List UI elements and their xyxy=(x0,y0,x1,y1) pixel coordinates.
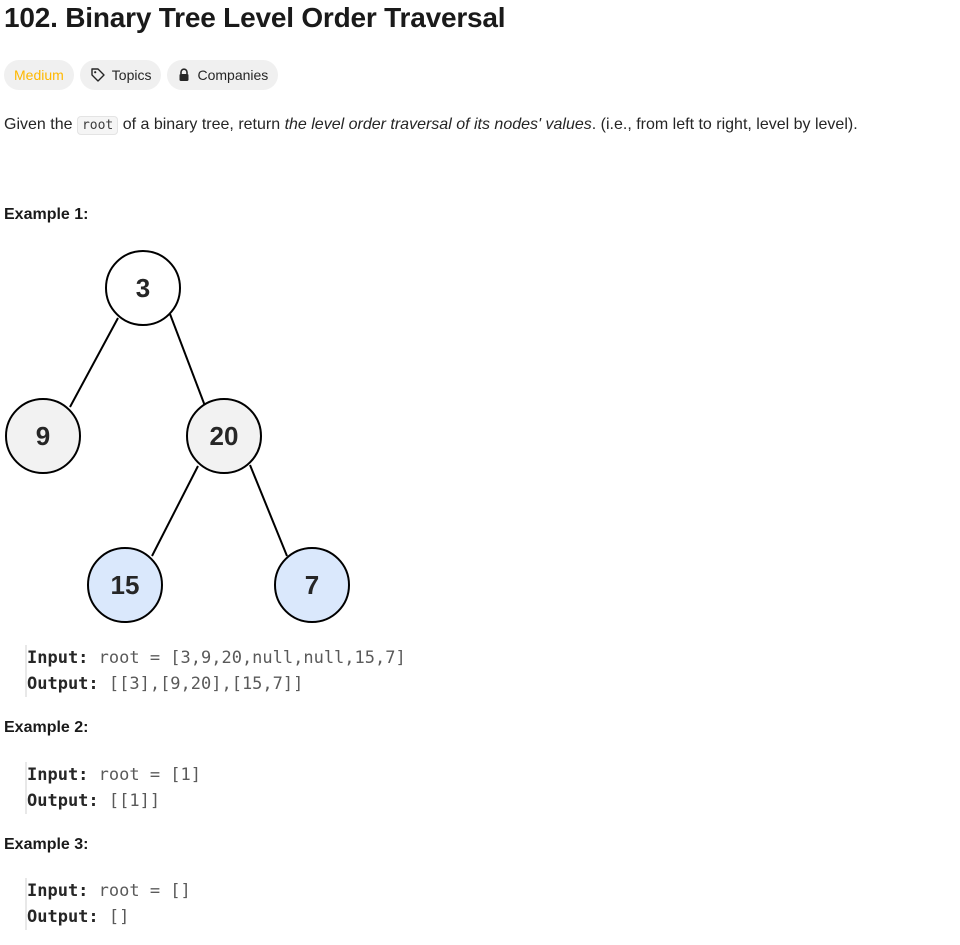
description-emphasis: the level order traversal of its nodes' … xyxy=(284,116,592,133)
companies-button[interactable]: Companies xyxy=(167,60,279,90)
lock-icon xyxy=(179,68,189,81)
topics-label: Topics xyxy=(111,67,152,83)
page-title: 102. Binary Tree Level Order Traversal xyxy=(4,2,506,33)
tree-node-20: 20 xyxy=(186,398,262,474)
edge-20-7 xyxy=(249,464,288,557)
example-1-input: Input: root = [3,9,20,null,null,15,7] xyxy=(27,648,406,668)
example-2-title: Example 2: xyxy=(4,719,89,736)
inline-code-root: root xyxy=(76,116,119,135)
difficulty-badge[interactable]: Medium xyxy=(4,60,74,90)
tree-node-3: 3 xyxy=(105,250,181,326)
problem-description: Given the root of a binary tree, return … xyxy=(4,116,858,135)
example-3-output: Output: [] xyxy=(27,907,130,927)
example-1-title: Example 1: xyxy=(4,206,89,223)
tree-node-15: 15 xyxy=(87,547,163,623)
svg-text:9: 9 xyxy=(36,421,50,451)
binary-tree-diagram: 3 9 20 15 7 xyxy=(5,250,350,623)
svg-text:20: 20 xyxy=(210,421,239,451)
tag-icon xyxy=(91,68,105,82)
example-2-output: Output: [[1]] xyxy=(27,791,161,811)
example-1-block: Input: root = [3,9,20,null,null,15,7] Ou… xyxy=(25,645,406,697)
example-3-input: Input: root = [] xyxy=(27,881,191,901)
companies-label: Companies xyxy=(197,67,269,83)
example-3-title: Example 3: xyxy=(4,836,89,853)
example-2-input: Input: root = [1] xyxy=(27,765,202,785)
tree-node-9: 9 xyxy=(5,398,81,474)
svg-text:7: 7 xyxy=(305,570,319,600)
tree-edges xyxy=(69,313,288,557)
tree-node-7: 7 xyxy=(274,547,350,623)
tag-row: Medium Topics Companies xyxy=(4,60,279,90)
svg-text:3: 3 xyxy=(136,273,150,303)
edge-20-15 xyxy=(151,465,199,557)
example-2-block: Input: root = [1] Output: [[1]] xyxy=(25,762,201,814)
topics-button[interactable]: Topics xyxy=(79,60,162,90)
example-3-block: Input: root = [] Output: [] xyxy=(25,878,191,930)
edge-3-9 xyxy=(69,317,119,408)
edge-3-20 xyxy=(169,313,206,407)
example-1-output: Output: [[3],[9,20],[15,7]] xyxy=(27,674,304,694)
svg-text:15: 15 xyxy=(111,570,140,600)
